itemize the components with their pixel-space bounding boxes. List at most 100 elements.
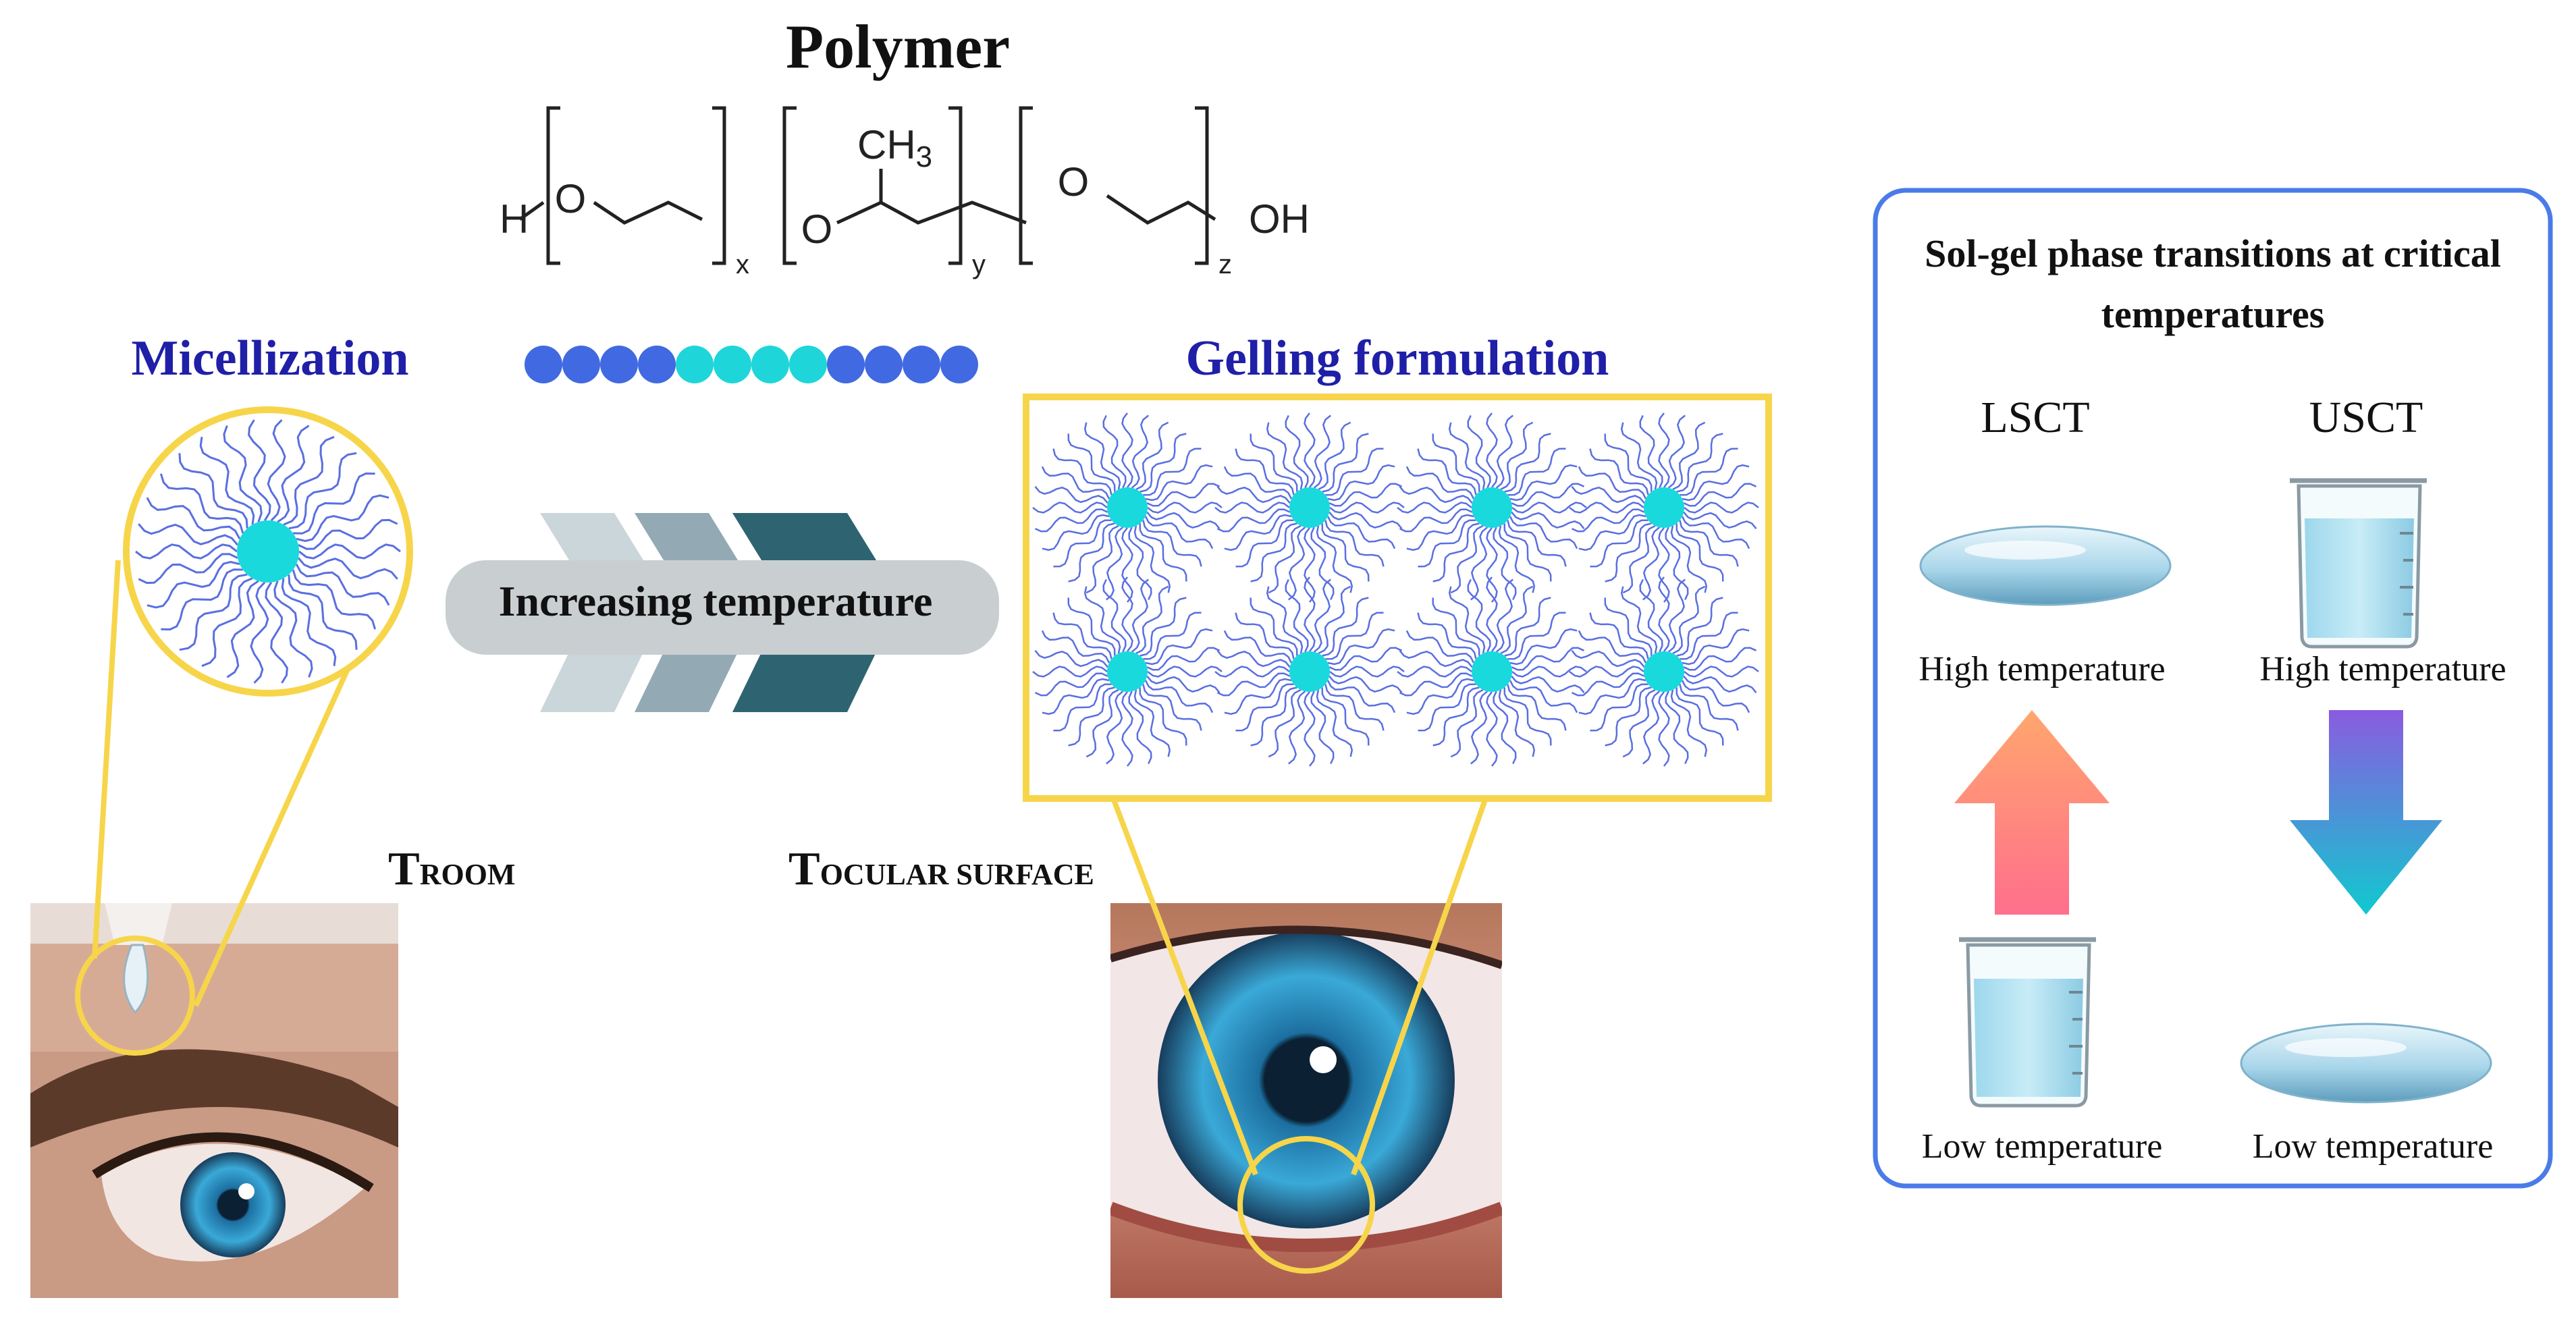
chem-sub-x: x: [736, 250, 749, 279]
micelle-tail: [1604, 597, 1653, 656]
arrow-down-icon: [2290, 710, 2442, 915]
micelle-tail: [1034, 672, 1108, 697]
micelle-tail: [179, 573, 248, 651]
micelle-tail: [1417, 612, 1477, 659]
micelle-tail: [1676, 597, 1723, 657]
blue-bead: [903, 346, 940, 383]
micelle-tail: [1571, 650, 1645, 668]
t-room-label: TROOM: [388, 843, 515, 895]
chem-h: H: [500, 196, 529, 242]
micelle-tail: [283, 435, 335, 526]
micelle-tail: [1145, 464, 1213, 502]
blue-bead: [827, 346, 865, 383]
micelle: [1397, 412, 1587, 603]
micelle-tail: [1128, 526, 1152, 601]
micelle-tail: [1235, 612, 1295, 659]
micelle-tail: [1310, 526, 1335, 601]
micelle-tail: [1511, 483, 1585, 507]
micelle-tail: [273, 580, 313, 678]
micelle-tail: [1329, 666, 1405, 678]
micelle-tail: [1589, 612, 1649, 659]
micelle-tail: [1683, 483, 1757, 507]
micelle-tail: [1571, 672, 1645, 697]
lsct-high-temp-label: High temperature: [1918, 650, 2165, 688]
micelle-tail: [1680, 448, 1738, 496]
micelle-tail: [1325, 612, 1384, 660]
chem-oh: OH: [1249, 196, 1310, 242]
arrow-up-icon: [1954, 710, 2110, 915]
micelle-tail: [1681, 516, 1750, 549]
micelle-core: [1644, 651, 1684, 692]
chem-o2: O: [801, 207, 833, 252]
blue-bead: [600, 346, 638, 383]
micelle-tail: [159, 473, 244, 534]
micelle-tail: [1288, 691, 1306, 765]
micelle-tail: [1642, 526, 1661, 601]
micelle-tail: [267, 419, 286, 522]
micelle-tail: [1329, 502, 1405, 514]
micelle-tail: [1620, 422, 1658, 490]
micelle-tail: [1658, 576, 1670, 652]
micelle-tail: [1470, 691, 1488, 765]
micelle-tail: [1068, 522, 1115, 583]
micelle-tail: [1418, 519, 1476, 568]
micelle-tail: [1034, 486, 1108, 504]
gelling-heading: Gelling formulation: [1186, 331, 1609, 386]
micelle-tail: [1675, 687, 1724, 746]
micelle-tail: [1622, 688, 1656, 758]
eye-drop-photo: [30, 903, 398, 1298]
micelle-tail: [1147, 666, 1223, 678]
micelle-tail: [1214, 666, 1290, 678]
micelle-tail: [1266, 422, 1304, 490]
micelle-tail: [1106, 691, 1124, 765]
micelle-tail: [1503, 523, 1552, 582]
t-ocular-surface-label: TOCULAR SURFACE: [788, 843, 1094, 895]
lsct-label: LSCT: [1981, 393, 2089, 442]
micelle-core: [1107, 487, 1148, 528]
micelle-tail: [1214, 502, 1290, 514]
micelle-tail: [293, 472, 375, 535]
cyan-bead: [789, 346, 827, 383]
micelle-tail: [298, 518, 398, 550]
micelle-tail: [1679, 684, 1739, 731]
chem-sub-y: y: [972, 250, 986, 279]
micelle-tail: [1053, 519, 1112, 568]
micelle-tail: [1507, 684, 1567, 731]
cyan-bead: [751, 346, 789, 383]
micelle-core: [1107, 651, 1148, 692]
micelle-tail: [1052, 612, 1112, 659]
micelle-tail: [265, 581, 288, 684]
micelle-tail: [1146, 647, 1220, 671]
micelle-tail: [292, 569, 377, 630]
micelle-tail: [1142, 520, 1202, 567]
micelle-tail: [1235, 519, 1294, 568]
gel-blob-icon-usct-low: [2240, 1023, 2492, 1104]
micelle-tail: [1642, 691, 1661, 765]
micelle-tail: [1235, 683, 1294, 732]
micelle-tail: [1083, 422, 1121, 490]
cyan-bead: [714, 346, 751, 383]
micelle-tail: [1121, 576, 1133, 652]
micelle-tail: [1578, 514, 1646, 551]
micelle: [1569, 412, 1759, 603]
micelle-tail: [1589, 448, 1649, 495]
panel-title-line1: Sol-gel phase transitions at critical: [1925, 232, 2501, 275]
micelle-tail: [1216, 650, 1291, 668]
micelle-tail: [199, 437, 255, 525]
micellization-heading: Micellization: [132, 331, 409, 386]
micelle-tail: [1397, 502, 1472, 514]
micelle-core: [237, 520, 299, 583]
micelle: [1214, 412, 1405, 603]
micelle-tail: [161, 568, 243, 631]
micelle-tail: [1313, 578, 1331, 653]
micelle-tail: [1250, 597, 1298, 656]
micelle-tail: [1667, 414, 1686, 489]
micelle-tail: [1682, 628, 1750, 666]
micelle-tail: [1067, 433, 1116, 492]
micelle-tail: [288, 452, 357, 530]
micelle-tail: [1324, 520, 1385, 567]
micelle-tail: [1486, 691, 1498, 767]
micelle-tail: [1450, 524, 1484, 594]
single-micelle: [135, 419, 401, 684]
